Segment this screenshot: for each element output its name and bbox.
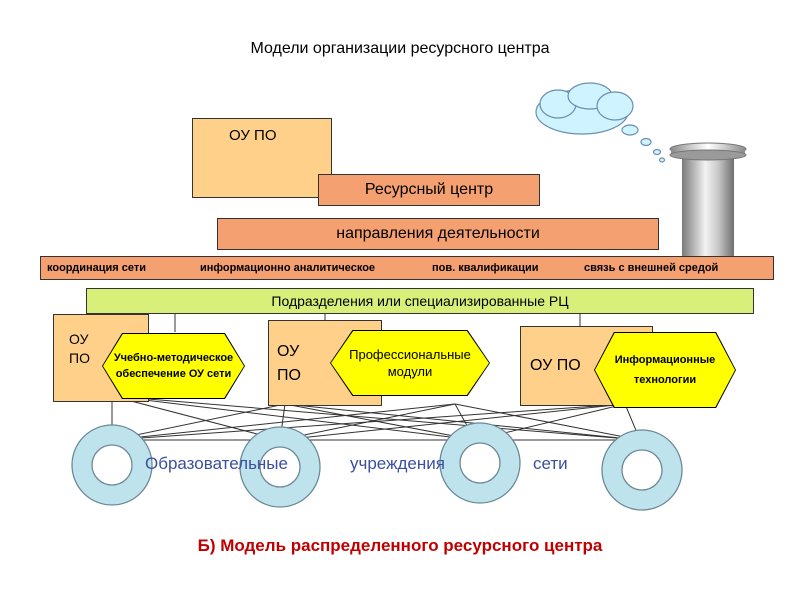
resource-center-box: Ресурсный центр <box>318 174 540 206</box>
ou-po-left-label-line2: ПО <box>69 350 90 366</box>
octagon-professional-line2: модули <box>387 364 433 379</box>
wheel-icon-2 <box>239 426 321 508</box>
directions-box: направления деятельности <box>217 218 659 250</box>
chimney-icon <box>669 142 747 258</box>
octagon-it-line1: Информационные <box>614 354 716 366</box>
direction-items-bar <box>40 256 774 280</box>
network-label-educational: Образовательные <box>145 454 288 473</box>
page-title: Модели организации ресурсного центра <box>250 40 550 57</box>
octagon-it-line2: технологии <box>633 374 697 386</box>
wheel-icon-3 <box>439 422 521 504</box>
octagon-methodical-line1: Учебно-методическое <box>113 352 234 364</box>
direction-item-qualification: пов. квалификации <box>432 262 539 274</box>
subdivisions-box: Подразделения или специализированные РЦ <box>86 288 754 314</box>
ou-po-middle-label-line1: ОУ <box>277 343 300 360</box>
ou-po-right-label: ОУ ПО <box>530 357 581 374</box>
ou-po-left-label-line1: ОУ <box>69 331 89 347</box>
direction-item-external: связь с внешней средой <box>584 262 719 274</box>
octagon-professional-modules: Профессиональные модули <box>330 330 490 396</box>
ou-po-middle-label-line2: ПО <box>277 367 301 384</box>
cloud-icon <box>535 82 666 163</box>
ou-po-top-box: ОУ ПО <box>192 118 332 198</box>
ou-po-top-label: ОУ ПО <box>229 127 277 144</box>
octagon-professional-line1: Профессиональные <box>349 347 471 362</box>
direction-item-coordination: координация сети <box>47 262 146 274</box>
network-label-institutions: учреждения <box>350 454 445 473</box>
network-label-network: сети <box>533 454 568 473</box>
octagon-information-technologies: Информационные технологии <box>594 332 736 408</box>
octagon-methodical: Учебно-методическое обеспечение ОУ сети <box>102 333 245 399</box>
diagram-caption: Б) Модель распределенного ресурсного цен… <box>197 536 603 555</box>
octagon-methodical-line2: обеспечение ОУ сети <box>115 368 232 380</box>
direction-item-analytics: информационно аналитическое <box>200 262 376 274</box>
wheel-icon-1 <box>71 424 153 506</box>
wheel-icon-4 <box>601 429 683 511</box>
